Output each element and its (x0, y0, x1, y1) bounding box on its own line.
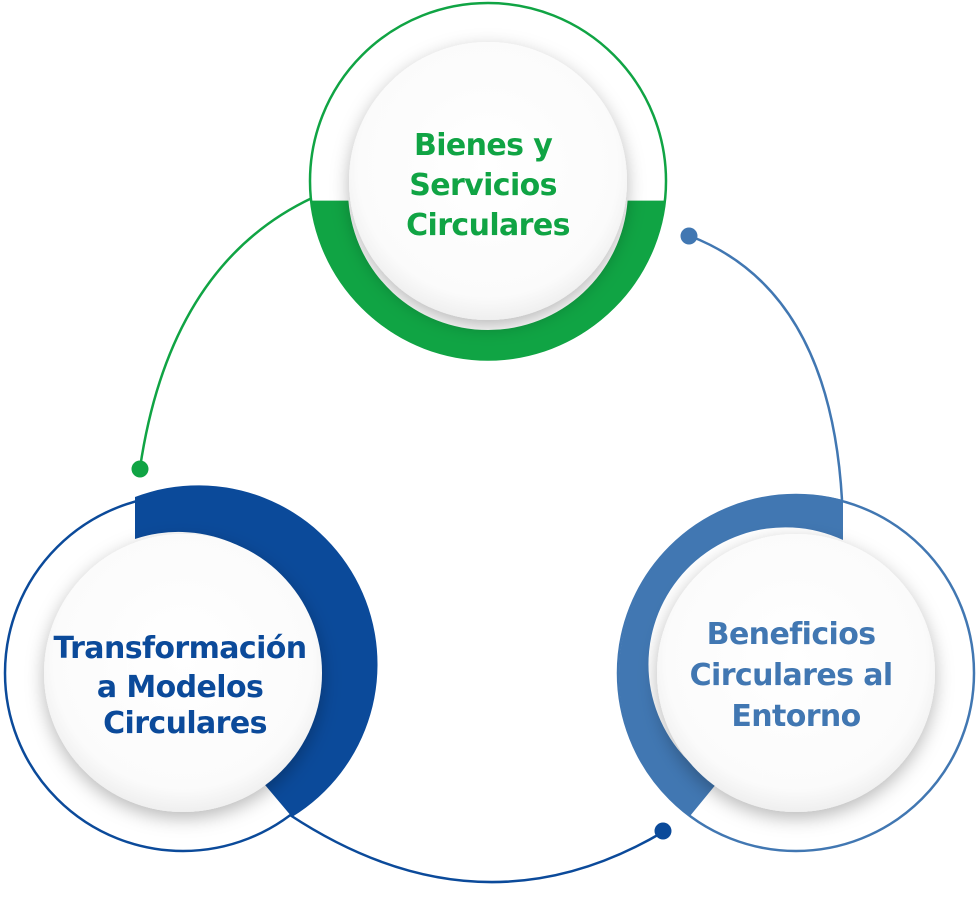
node-label: Transformación a Modelos Circulares (54, 631, 317, 741)
label-line-3: Circulares (406, 208, 570, 243)
inner-face (657, 534, 935, 812)
label-line-1: Transformación (54, 631, 307, 666)
label-line-3: Circulares (103, 706, 267, 741)
inner-face (44, 534, 322, 812)
ring-progress-segment (618, 494, 843, 816)
label-line-3: Entorno (731, 699, 860, 734)
label-line-2: a Modelos (97, 670, 263, 705)
ring-progress-segment (311, 200, 665, 361)
ring-progress-segment (135, 485, 378, 817)
node-bienes-servicios-circulares: Bienes y Servicios Circulares (308, 1, 668, 361)
node-label: Bienes y Servicios Circulares (406, 128, 570, 243)
connector-arc-beneficios-to-bienes (689, 234, 844, 501)
connector-arc-bienes-to-transformacion (138, 196, 313, 469)
label-line-2: Servicios (409, 168, 557, 203)
connector-dot-green (131, 460, 149, 478)
node-beneficios-circulares-entorno: Beneficios Circulares al Entorno (616, 493, 976, 853)
label-line-1: Bienes y (414, 128, 553, 163)
connector-dot-mid-blue (680, 227, 698, 245)
node-label: Beneficios Circulares al Entorno (690, 617, 903, 734)
inner-face (349, 42, 627, 320)
connector-arc-transformacion-to-beneficios (289, 813, 664, 884)
node-transformacion-modelos-circulares: Transformación a Modelos Circulares (3, 485, 378, 853)
label-line-1: Beneficios (707, 617, 876, 652)
label-line-2: Circulares al (690, 658, 893, 693)
connector-dot-dark-blue (654, 822, 672, 840)
